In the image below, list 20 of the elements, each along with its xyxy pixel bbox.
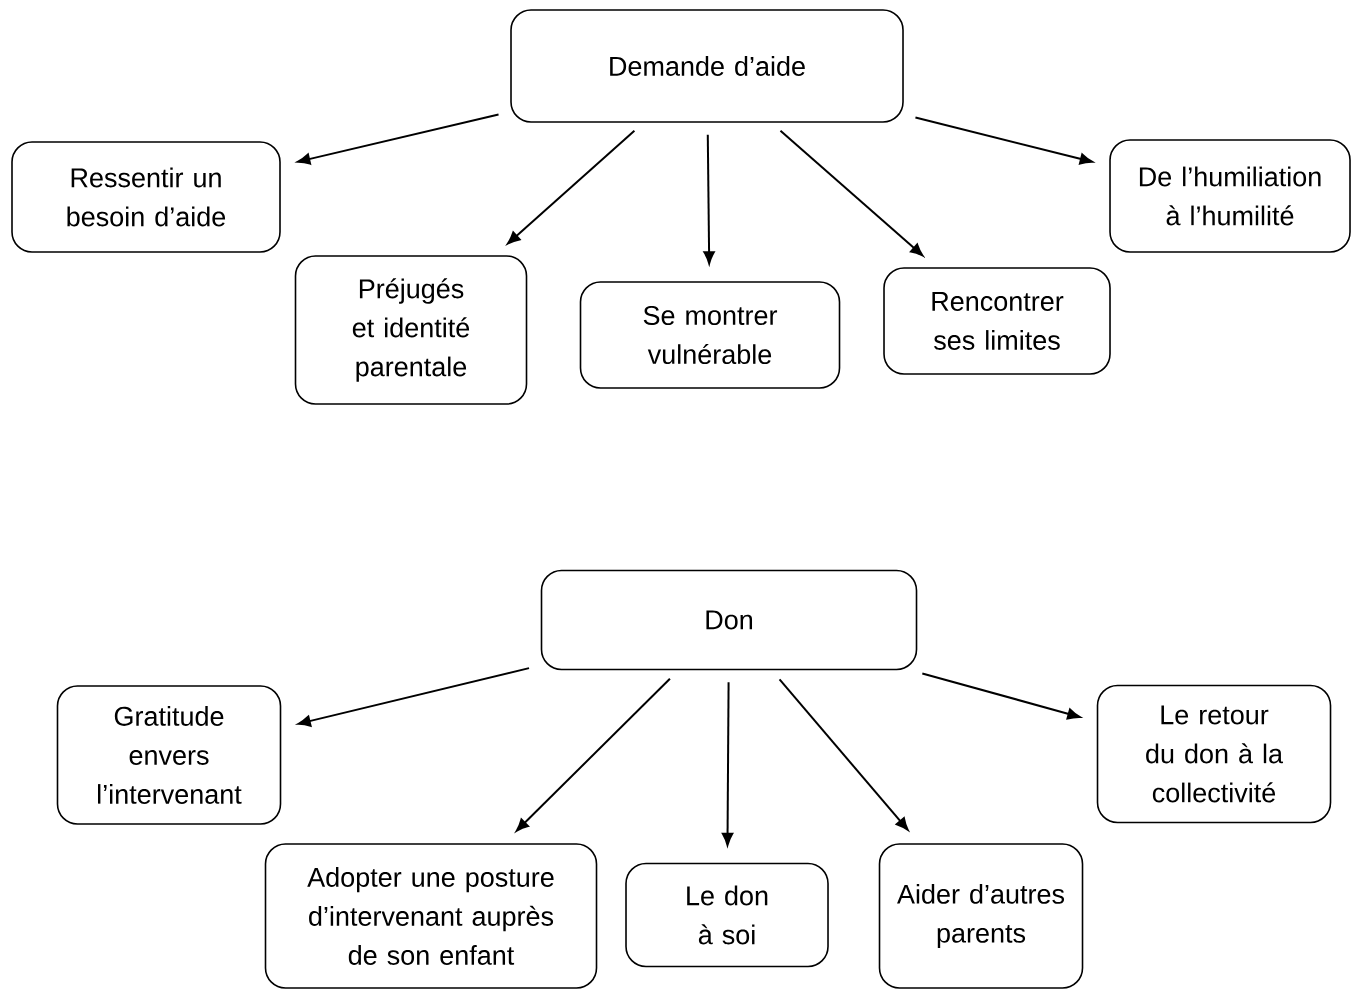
process-box: Le retour du don à la collectivité (1096, 684, 1332, 824)
process-box: Le don à soi (625, 862, 829, 968)
process-box: Préjugés et identité parentale (294, 255, 528, 405)
arrow (779, 129, 924, 257)
process-box: Demande d’aide (510, 9, 904, 123)
arrow (515, 677, 671, 832)
arrow (914, 116, 1093, 165)
process-box: De l’humiliation à l’humilité (1109, 139, 1351, 253)
process-box: Ressentir un besoin d’aide (11, 141, 281, 253)
arrow (703, 133, 715, 265)
arrow (778, 678, 909, 831)
process-box: Aider d’autres parents (878, 843, 1084, 989)
arrow (921, 672, 1081, 720)
process-box: Rencontrer ses limites (883, 267, 1111, 375)
arrow (507, 129, 636, 245)
process-box: Don (540, 569, 918, 671)
process-box: Gratitude envers l’intervenant (56, 685, 282, 825)
process-box: Se montrer vulnérable (579, 281, 841, 389)
arrow (297, 667, 531, 727)
process-box: Adopter une posture d’intervenant auprès de son enfant (264, 843, 598, 989)
